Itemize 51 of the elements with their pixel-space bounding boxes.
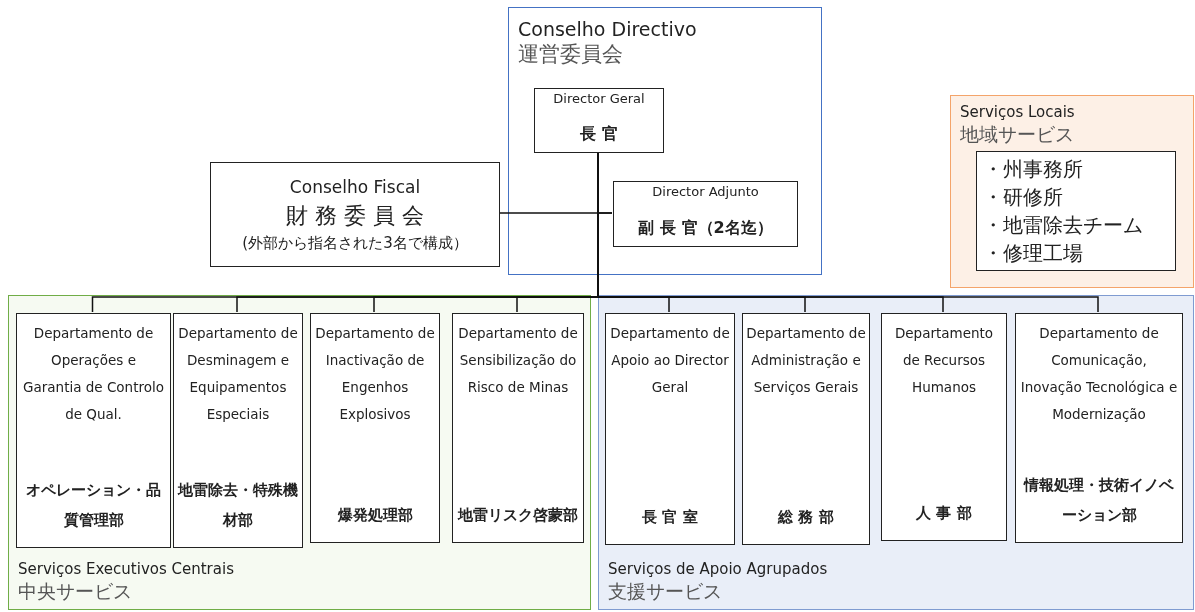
department-name-ja: 地雷除去・特殊機材部	[177, 480, 299, 531]
board-note: (外部から指名された3名で構成）	[242, 233, 468, 254]
list-item: ・地雷除去チーム	[983, 212, 1143, 239]
section-subtitle: 地域サービス	[960, 122, 1075, 146]
org-box	[310, 313, 440, 543]
org-box	[16, 313, 171, 548]
org-box	[534, 88, 664, 153]
section-subtitle: 中央サービス	[18, 579, 133, 603]
role-name: 長 官	[580, 124, 618, 144]
department-name: Departamento de Desminagem e Equipamentos Especiais	[177, 324, 299, 424]
department-name: Departamento de Sensibilização do Risco de Minas	[457, 324, 579, 397]
org-box	[173, 313, 303, 548]
department-name-ja: 地雷リスク啓蒙部	[458, 505, 578, 526]
department-name: Departamento de Inactivação de Engenhos Explosivos	[314, 324, 436, 424]
department-name-ja: オペレーション・品質管理部	[25, 480, 162, 531]
department-name: Departamento de Apoio ao Director Geral	[609, 324, 731, 397]
board-title: Conselho Fiscal	[289, 176, 421, 199]
role-title: Director Adjunto	[652, 184, 759, 200]
section-title: Conselho Directivo	[518, 17, 697, 41]
section-subtitle: 運営委員会	[518, 41, 624, 67]
section-panel	[8, 295, 591, 610]
department-name-ja: 人 事 部	[916, 503, 972, 524]
board-name: 財 務 委 員 会	[286, 202, 424, 230]
org-box	[1015, 313, 1183, 543]
org-box	[742, 313, 870, 545]
org-box	[613, 181, 798, 247]
department-name: Departamento de Comunicação, Inovação Tecnológica e Modernização	[1019, 324, 1179, 424]
department-name: Departamento de Recursos Humanos	[893, 324, 995, 397]
role-name: 副 長 官（2名迄）	[638, 218, 773, 238]
list-item: ・州事務所	[983, 156, 1083, 183]
role-title: Director Geral	[553, 91, 645, 107]
section-title: Serviços Locais	[960, 102, 1075, 122]
section-subtitle: 支援サービス	[608, 579, 723, 603]
org-box	[881, 313, 1007, 541]
org-box	[210, 162, 500, 267]
department-name-ja: 長 官 室	[642, 507, 698, 528]
list-item: ・修理工場	[983, 240, 1083, 267]
list-box	[976, 151, 1176, 271]
department-name: Departamento de Operações e Garantia de Controlo de Qual.	[22, 324, 165, 424]
department-name-ja: 総 務 部	[778, 507, 834, 528]
list-item: ・研修所	[983, 184, 1063, 211]
org-box	[452, 313, 584, 543]
section-panel	[508, 7, 822, 275]
department-name-ja: 爆発処理部	[337, 505, 413, 526]
section-title: Serviços de Apoio Agrupados	[608, 559, 828, 579]
section-panel	[598, 295, 1194, 610]
section-title: Serviços Executivos Centrais	[18, 559, 234, 579]
department-name-ja: 情報処理・技術イノベーション部	[1022, 475, 1175, 526]
department-name: Departamento de Administração e Serviços Gerais	[746, 324, 866, 397]
section-panel	[950, 95, 1194, 288]
org-box	[605, 313, 735, 545]
